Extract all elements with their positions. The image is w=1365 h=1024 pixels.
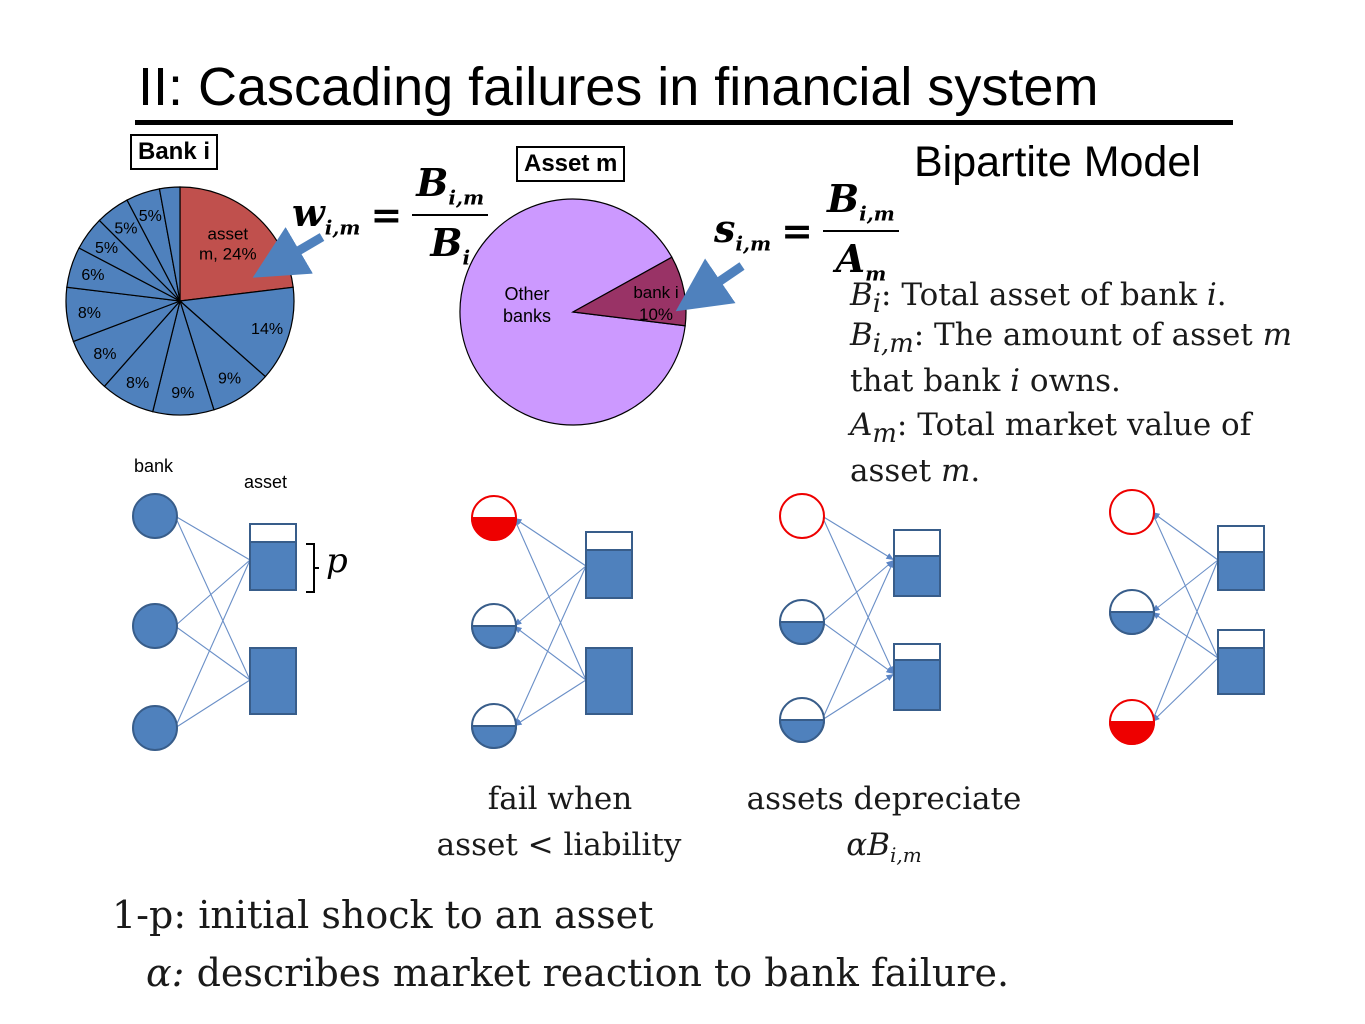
- asset-pie-label: Asset m: [516, 146, 626, 182]
- bank-pie-slice: [178, 286, 295, 378]
- formula-s: si,m = Bi,m Am: [714, 176, 899, 285]
- caption-fail-line1: fail when: [487, 781, 633, 817]
- failed-bank-node: [1109, 489, 1155, 535]
- network-edge: [821, 515, 895, 675]
- bank-column-label: bank: [134, 456, 174, 476]
- network-edge: [174, 679, 251, 729]
- network-edge: [174, 625, 251, 681]
- bank-pie-slice-label: 5%: [95, 240, 118, 257]
- bank-pie-slice-label: 5%: [139, 208, 162, 225]
- bank-pie-slice: [158, 186, 181, 302]
- asset-pie-arrow: [675, 258, 745, 312]
- page-title: II: Cascading failures in financial syst…: [138, 57, 1099, 117]
- network-edge: [821, 515, 895, 561]
- network-edge: [174, 515, 251, 681]
- network-edge: [821, 673, 895, 721]
- bank-pie-slice-label: 8%: [126, 375, 149, 392]
- asset-column-label: asset: [244, 472, 287, 492]
- network-edge: [513, 679, 587, 727]
- asset-pie-other-label: banks: [503, 306, 551, 326]
- network-edge: [821, 621, 895, 675]
- def-amount-asset-cont: that bank i owns.: [850, 363, 1121, 399]
- bank-pie-slice-label: 9%: [218, 371, 241, 388]
- caption-fail-line2: asset < liability: [436, 827, 682, 863]
- caption-depreciate-line1: assets depreciate: [746, 781, 1022, 817]
- network-diagrams: bank asset p: [132, 456, 1265, 751]
- network-edge: [1151, 511, 1219, 659]
- bank-pie-slice-label: 5%: [114, 221, 137, 238]
- network-edge: [821, 559, 895, 623]
- bank-node: [132, 493, 178, 539]
- bank-pie-label: Bank i: [130, 134, 219, 170]
- formula-w: wi,m = Bi,m Bi: [292, 160, 489, 269]
- network-edge: [1151, 559, 1219, 723]
- bank-pie-slice-label: 8%: [93, 346, 116, 363]
- network-edge: [1151, 611, 1219, 659]
- title-underline: [135, 120, 1233, 125]
- bank-pie-slice-label: 8%: [78, 305, 101, 322]
- bank-pie-slice-label: 6%: [81, 267, 104, 284]
- bank-node: [132, 603, 178, 649]
- page-subtitle: Bipartite Model: [914, 138, 1201, 186]
- network-edge: [513, 625, 587, 681]
- network-edge: [513, 517, 587, 567]
- bottom-line-2: α: describes market reaction to bank fai…: [146, 951, 1010, 995]
- network-edge: [1151, 657, 1219, 723]
- def-amount-asset: Bi,m: The amount of asset m: [850, 317, 1293, 360]
- asset-pie-bank-label: bank i: [633, 283, 678, 302]
- bank-pie-slice-label: 9%: [171, 385, 194, 402]
- network-edge: [513, 565, 587, 627]
- bank-pie-arrow: [252, 227, 325, 278]
- network-edge: [513, 517, 587, 681]
- network-edge: [174, 515, 251, 561]
- def-total-asset-bank: Bi: Total asset of bank i.: [850, 277, 1227, 320]
- def-market-value: Am: Total market value of: [850, 407, 1252, 450]
- network-edge: [1151, 559, 1219, 613]
- asset-pie-bank-label: 10%: [639, 305, 673, 324]
- caption-depreciate-formula: αBi,m: [846, 827, 922, 868]
- asset-pie-other-label: Other: [504, 284, 549, 304]
- network-edge: [513, 565, 587, 727]
- network-edge: [1151, 511, 1219, 561]
- def-market-value-cont: asset m.: [850, 453, 981, 489]
- network-edge: [174, 559, 251, 729]
- bank-node: [132, 705, 178, 751]
- bank-pie-slice-label: 14%: [251, 321, 283, 338]
- network-edge: [821, 559, 895, 721]
- bank-pie-highlight-label: m, 24%: [199, 245, 257, 264]
- failed-bank-node: [779, 493, 825, 539]
- bank-pie-highlight-label: asset: [208, 225, 249, 244]
- network-edge: [174, 559, 251, 627]
- bottom-line-1: 1-p: initial shock to an asset: [112, 893, 654, 937]
- p-label: p: [326, 541, 348, 581]
- p-bracket: [306, 543, 319, 593]
